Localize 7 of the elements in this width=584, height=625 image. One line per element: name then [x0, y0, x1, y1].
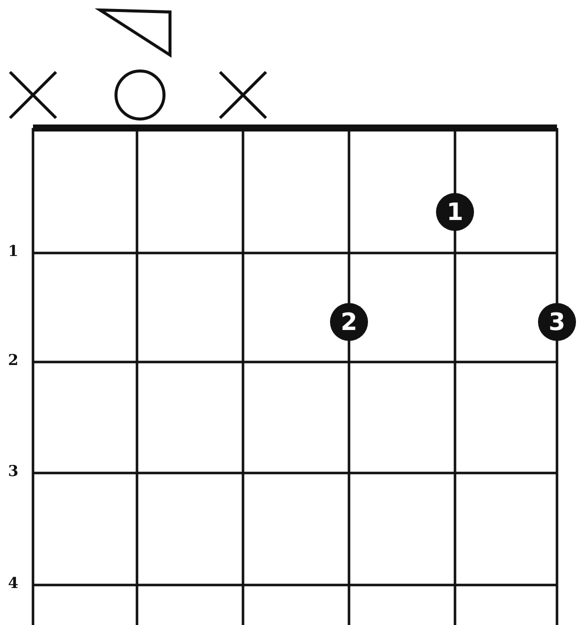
finger-dot: 1 — [436, 193, 474, 231]
fret-number: 2 — [8, 352, 18, 368]
fret-number: 4 — [8, 575, 18, 591]
fret-number: 1 — [8, 243, 18, 259]
finger-dot: 3 — [538, 303, 576, 341]
finger-dot: 2 — [330, 303, 368, 341]
fret-number: 3 — [8, 463, 18, 479]
